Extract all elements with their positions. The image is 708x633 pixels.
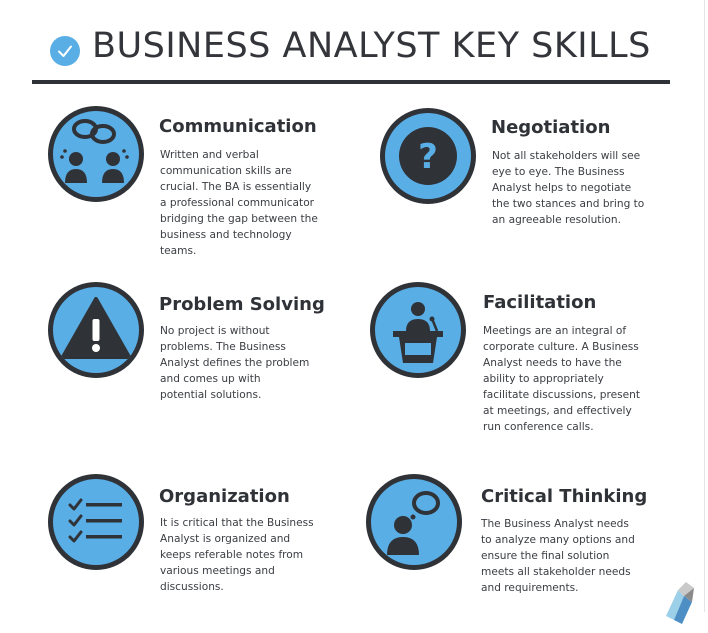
header: BUSINESS ANALYST KEY SKILLS <box>32 20 672 84</box>
skill-title: Facilitation <box>483 292 597 313</box>
thinking-person-icon <box>366 474 462 570</box>
desc-line: The Business Analyst needs <box>481 518 629 530</box>
desc-line: eye to eye. The Business <box>492 166 625 178</box>
svg-text:?: ? <box>418 137 438 177</box>
desc-line: corporate culture. A Business <box>483 341 639 353</box>
desc-line: an agreeable resolution. <box>492 214 621 226</box>
speaker-podium-icon <box>370 282 466 378</box>
skill-description: Written and verbal communication skills … <box>160 147 350 259</box>
skill-title: Problem Solving <box>159 294 325 315</box>
desc-line: teams. <box>160 245 197 257</box>
skill-title: Organization <box>159 486 290 507</box>
desc-line: discussions. <box>160 581 224 593</box>
desc-line: business and technology <box>160 229 292 241</box>
page-title: BUSINESS ANALYST KEY SKILLS <box>92 26 651 66</box>
skill-description: Meetings are an integral of corporate cu… <box>483 323 683 435</box>
skill-title: Communication <box>159 116 317 137</box>
desc-line: run conference calls. <box>483 421 594 433</box>
skill-description: No project is without problems. The Busi… <box>160 323 350 403</box>
skill-title: Negotiation <box>491 117 611 138</box>
desc-line: It is critical that the Business <box>160 517 314 529</box>
desc-line: and comes up with <box>160 373 261 385</box>
skill-description: The Business Analyst needs to analyze ma… <box>481 516 681 596</box>
desc-line: crucial. The BA is essentially <box>160 181 312 193</box>
desc-line: No project is without <box>160 325 270 337</box>
checkmark-icon <box>50 36 80 66</box>
desc-line: the two stances and bring to <box>492 198 645 210</box>
desc-line: Not all stakeholders will see <box>492 150 641 162</box>
desc-line: various meetings and <box>160 565 275 577</box>
skill-title: Critical Thinking <box>481 486 648 507</box>
desc-line: and requirements. <box>481 582 579 594</box>
desc-line: Written and verbal <box>160 149 259 161</box>
desc-line: potential solutions. <box>160 389 262 401</box>
desc-line: Analyst needs to have the <box>483 357 622 369</box>
skill-description: It is critical that the Business Analyst… <box>160 515 350 595</box>
skill-description: Not all stakeholders will see eye to eye… <box>492 148 682 228</box>
desc-line: meets all stakeholder needs <box>481 566 631 578</box>
desc-line: Analyst helps to negotiate <box>492 182 632 194</box>
desc-line: ensure the final solution <box>481 550 610 562</box>
desc-line: bridging the gap between the <box>160 213 318 225</box>
warning-triangle-icon <box>48 282 144 378</box>
brand-logo-icon <box>666 582 694 624</box>
desc-line: Analyst defines the problem <box>160 357 310 369</box>
desc-line: Analyst is organized and <box>160 533 291 545</box>
title-divider <box>32 80 670 84</box>
desc-line: communication skills are <box>160 165 292 177</box>
desc-line: facilitate discussions, present <box>483 389 640 401</box>
checklist-icon <box>48 474 144 570</box>
question-mark-icon: ? <box>380 108 476 204</box>
people-speech-bubbles-icon <box>48 106 144 202</box>
desc-line: to analyze many options and <box>481 534 635 546</box>
desc-line: at meetings, and effectively <box>483 405 632 417</box>
desc-line: problems. The Business <box>160 341 286 353</box>
desc-line: a professional communicator <box>160 197 315 209</box>
desc-line: keeps referable notes from <box>160 549 304 561</box>
desc-line: Meetings are an integral of <box>483 325 627 337</box>
infographic-frame <box>704 0 705 612</box>
desc-line: ability to appropriately <box>483 373 604 385</box>
